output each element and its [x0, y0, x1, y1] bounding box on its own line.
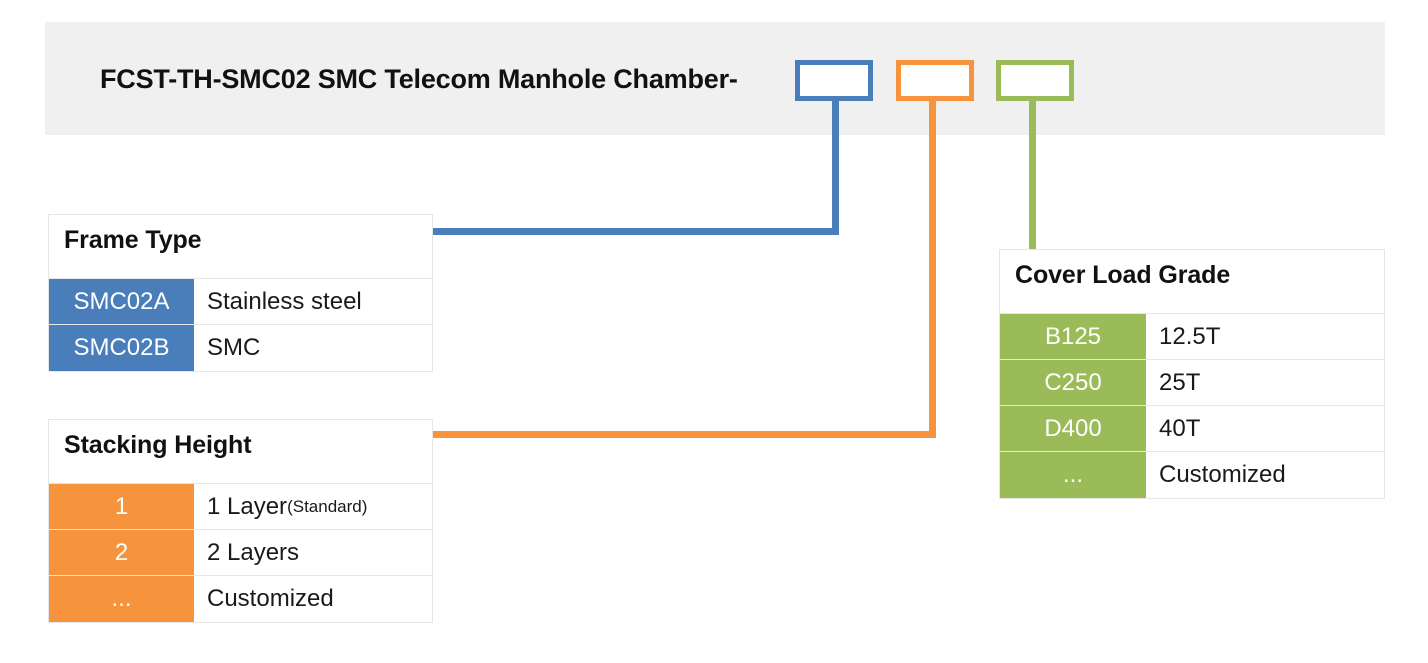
cover-load-grade-table-header: Cover Load Grade — [1000, 250, 1384, 314]
frame-type-desc-text: Stainless steel — [207, 287, 362, 315]
cover-load-grade-code-cell: ... — [1000, 452, 1146, 498]
stacking-height-desc-text: Customized — [207, 585, 334, 612]
header-band — [45, 22, 1385, 135]
cover-load-grade-table: Cover Load Grade B125 12.5T C250 25T D40… — [999, 249, 1385, 499]
cover-load-grade-desc-cell: 40T — [1146, 406, 1384, 451]
blue-connector-vertical — [832, 101, 839, 235]
stacking-height-table: Stacking Height 1 1 Layer(Standard) 2 2 … — [48, 419, 433, 623]
cover-load-grade-code-cell: C250 — [1000, 360, 1146, 405]
orange-connector-vertical — [929, 101, 936, 438]
cover-load-grade-title: Cover Load Grade — [1015, 261, 1231, 289]
orange-connector-horizontal — [432, 431, 936, 438]
table-row[interactable]: C250 25T — [1000, 360, 1384, 406]
cover-load-grade-desc-text: 25T — [1159, 368, 1201, 396]
table-row[interactable]: B125 12.5T — [1000, 314, 1384, 360]
frame-type-table: Frame Type SMC02A Stainless steel SMC02B… — [48, 214, 433, 372]
stacking-height-code-cell: ... — [49, 576, 194, 622]
frame-type-desc-cell: SMC — [194, 325, 432, 371]
table-row[interactable]: SMC02A Stainless steel — [49, 279, 432, 325]
page-title: FCST-TH-SMC02 SMC Telecom Manhole Chambe… — [100, 64, 738, 94]
blue-connector-horizontal — [432, 228, 838, 235]
stacking-height-desc-text: 2 Layers — [207, 538, 300, 566]
cover-load-grade-desc-cell: 25T — [1146, 360, 1384, 405]
stacking-height-desc-cell: 2 Layers — [194, 530, 432, 575]
table-row[interactable]: SMC02B SMC — [49, 325, 432, 371]
stacking-height-desc-note: (Standard) — [287, 496, 368, 516]
cover-load-grade-desc-text: 40T — [1159, 414, 1201, 442]
stacking-height-code-box[interactable] — [896, 60, 974, 101]
table-row[interactable]: ... Customized — [1000, 452, 1384, 498]
frame-type-code-box[interactable] — [795, 60, 873, 101]
stacking-height-code-cell: 2 — [49, 530, 194, 575]
table-row[interactable]: ... Customized — [49, 576, 432, 622]
stacking-height-title: Stacking Height — [64, 431, 252, 459]
frame-type-title: Frame Type — [64, 226, 202, 254]
frame-type-table-header: Frame Type — [49, 215, 432, 279]
stacking-height-desc-cell: Customized — [194, 576, 432, 622]
green-connector-vertical — [1029, 101, 1036, 256]
cover-load-grade-code-cell: B125 — [1000, 314, 1146, 359]
cover-load-grade-code-box[interactable] — [996, 60, 1074, 101]
cover-load-grade-desc-cell: Customized — [1146, 452, 1384, 498]
cover-load-grade-desc-text: 12.5T — [1159, 322, 1221, 350]
frame-type-code-cell: SMC02B — [49, 325, 194, 371]
cover-load-grade-desc-text: Customized — [1159, 461, 1286, 488]
table-row[interactable]: 2 2 Layers — [49, 530, 432, 576]
cover-load-grade-code-cell: D400 — [1000, 406, 1146, 451]
frame-type-desc-text: SMC — [207, 334, 261, 361]
frame-type-code-cell: SMC02A — [49, 279, 194, 324]
stacking-height-table-header: Stacking Height — [49, 420, 432, 484]
frame-type-desc-cell: Stainless steel — [194, 279, 432, 324]
table-row[interactable]: D400 40T — [1000, 406, 1384, 452]
cover-load-grade-desc-cell: 12.5T — [1146, 314, 1384, 359]
stacking-height-code-cell: 1 — [49, 484, 194, 529]
table-row[interactable]: 1 1 Layer(Standard) — [49, 484, 432, 530]
stacking-height-desc-text: 1 Layer — [207, 492, 288, 520]
stacking-height-desc-cell: 1 Layer(Standard) — [194, 484, 432, 529]
